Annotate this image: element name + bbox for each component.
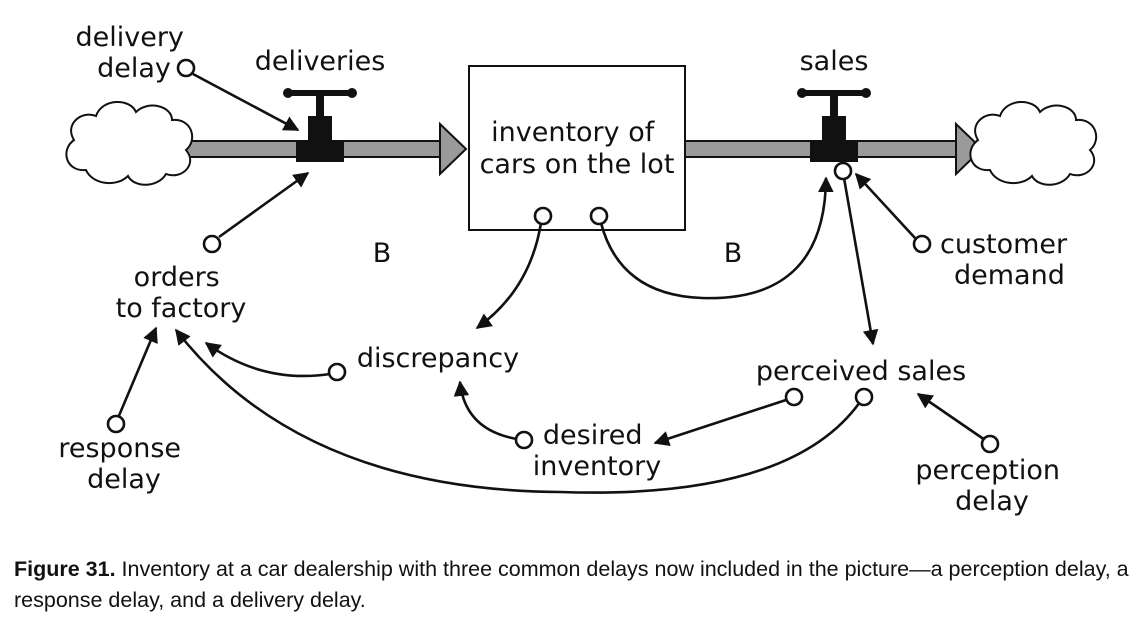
orders-to-factory-label: orders to factory <box>116 262 247 324</box>
link-delivery-delay-to-deliveries <box>192 72 300 132</box>
stock-flow-diagram: delivery delay deliveries sales inventor… <box>58 22 1098 517</box>
perception-delay-label: perception delay <box>915 455 1068 517</box>
discrepancy-connector <box>327 362 347 382</box>
link-response-delay-to-orders <box>116 326 158 419</box>
link-inventory-to-sales <box>599 176 834 300</box>
loop-b-left-label: B <box>373 238 392 269</box>
inventory-stock-box <box>468 65 686 231</box>
discrepancy-label: discrepancy <box>357 343 519 374</box>
delivery-delay-label: delivery delay <box>75 22 192 84</box>
inventory-stock-label: inventory of cars on the lot <box>480 117 675 180</box>
perception-delay-connector <box>980 434 1000 454</box>
inventory-connector-left <box>533 206 553 226</box>
response-delay-label: response delay <box>58 433 189 495</box>
link-perceived-sales-to-desired-inventory <box>653 398 787 447</box>
delivery-delay-connector <box>176 58 196 78</box>
desired-inventory-label: desired inventory <box>533 420 662 482</box>
link-perceived-sales-to-orders <box>174 328 862 494</box>
sink-cloud-icon <box>969 101 1098 186</box>
customer-demand-label: customer demand <box>940 229 1076 291</box>
deliveries-label: deliveries <box>255 46 386 77</box>
loop-b-right-label: B <box>724 238 743 269</box>
link-perception-delay-to-perceived-sales <box>916 392 986 442</box>
link-inventory-to-discrepancy <box>475 222 543 330</box>
figure-caption: Figure 31. Inventory at a car dealership… <box>14 554 1134 616</box>
response-delay-connector <box>106 414 126 434</box>
link-orders-to-deliveries <box>218 171 310 239</box>
perceived-sales-connector-left <box>784 387 804 407</box>
link-discrepancy-to-orders <box>204 341 331 378</box>
figure-caption-label: Figure 31. <box>14 557 116 581</box>
sales-connector <box>833 161 853 181</box>
customer-demand-connector <box>912 234 932 254</box>
desired-inventory-connector <box>514 430 534 450</box>
source-cloud-icon <box>65 101 194 186</box>
link-desired-inventory-to-discrepancy <box>453 380 518 441</box>
orders-connector <box>202 234 222 254</box>
inventory-connector-right <box>589 206 609 226</box>
link-sales-to-perceived-sales <box>842 177 879 346</box>
perceived-sales-connector-right <box>854 387 874 407</box>
link-customer-demand-to-sales <box>854 172 916 239</box>
figure-caption-text: Inventory at a car dealership with three… <box>14 557 1129 612</box>
perceived-sales-label: perceived sales <box>756 356 966 387</box>
sales-label: sales <box>800 46 869 77</box>
